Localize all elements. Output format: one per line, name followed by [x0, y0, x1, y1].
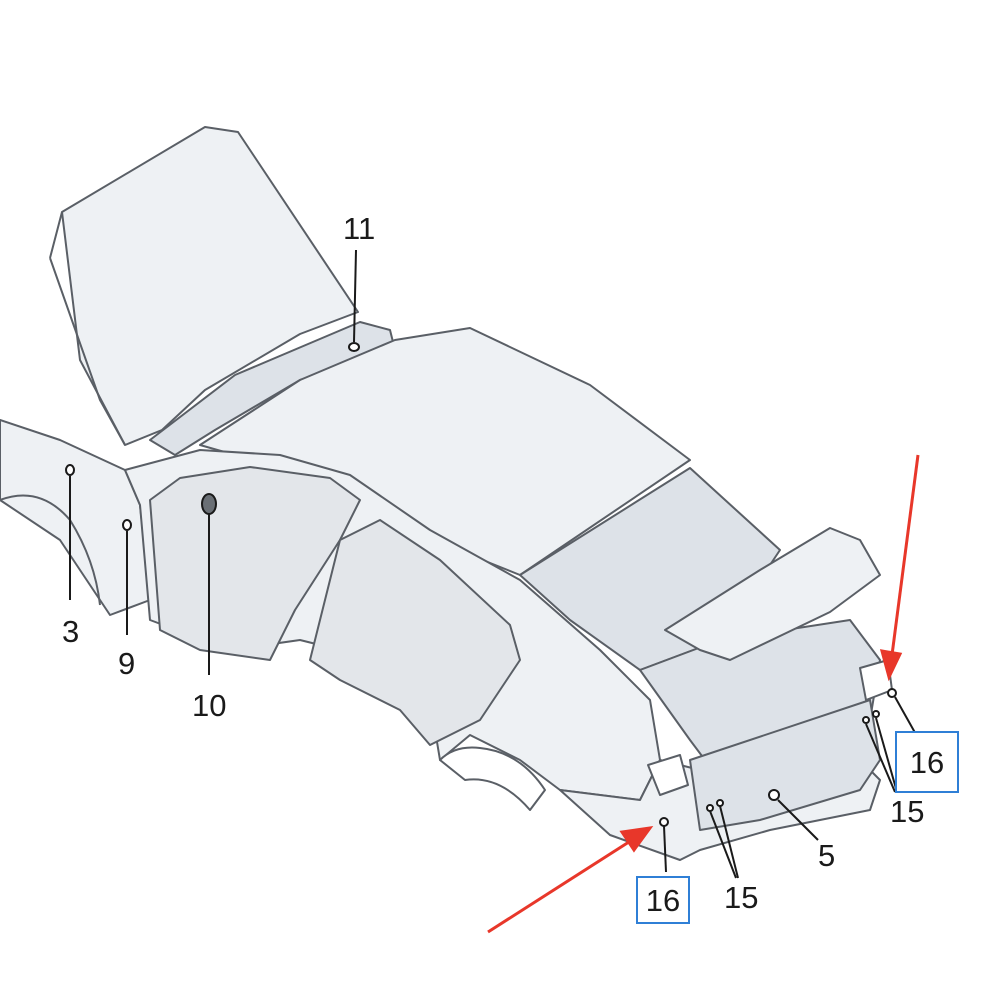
red-arrow-left-head — [619, 826, 654, 853]
leader-5 — [777, 799, 819, 841]
leader-15-left-a — [709, 810, 737, 879]
rear-door-opening — [309, 519, 521, 746]
callout-label-15-right: 15 — [890, 794, 925, 829]
grommet-5 — [768, 789, 780, 801]
hood-inner-edge — [49, 211, 126, 446]
leader-16-left — [663, 825, 667, 873]
leader-15-right-a — [865, 723, 896, 793]
callout-label-16-left-highlighted: 16 — [636, 876, 690, 924]
callout-label-15-left: 15 — [724, 880, 759, 915]
grommet-16-right — [887, 688, 897, 698]
grommet-15-right-a — [862, 716, 870, 724]
callout-label-3: 3 — [62, 614, 80, 649]
callout-label-11: 11 — [343, 211, 376, 246]
callout-label-5: 5 — [818, 838, 836, 873]
grommet-3 — [65, 464, 75, 476]
plug-10 — [201, 493, 217, 515]
rear-wheel-arch — [439, 746, 546, 811]
red-arrow-left-shaft — [487, 838, 633, 934]
leader-11 — [353, 249, 357, 343]
grommet-15-left-a — [706, 804, 714, 812]
leader-15-left-b — [719, 805, 739, 879]
callout-label-16-right-highlighted: 16 — [895, 731, 959, 793]
leader-15-right-b — [875, 717, 898, 793]
callout-label-9: 9 — [118, 646, 136, 681]
grommet-15-right-b — [872, 710, 880, 718]
rear-panel — [689, 699, 881, 831]
red-arrow-right-shaft — [890, 454, 920, 656]
grommet-11 — [348, 342, 360, 352]
grommet-9 — [122, 519, 132, 531]
grommet-15-left-b — [716, 799, 724, 807]
grommet-16-left — [659, 817, 669, 827]
red-arrow-right-head — [879, 649, 903, 682]
left-taillight-recess — [647, 754, 689, 796]
callout-label-10: 10 — [192, 688, 227, 723]
trunk-lid — [664, 527, 881, 661]
